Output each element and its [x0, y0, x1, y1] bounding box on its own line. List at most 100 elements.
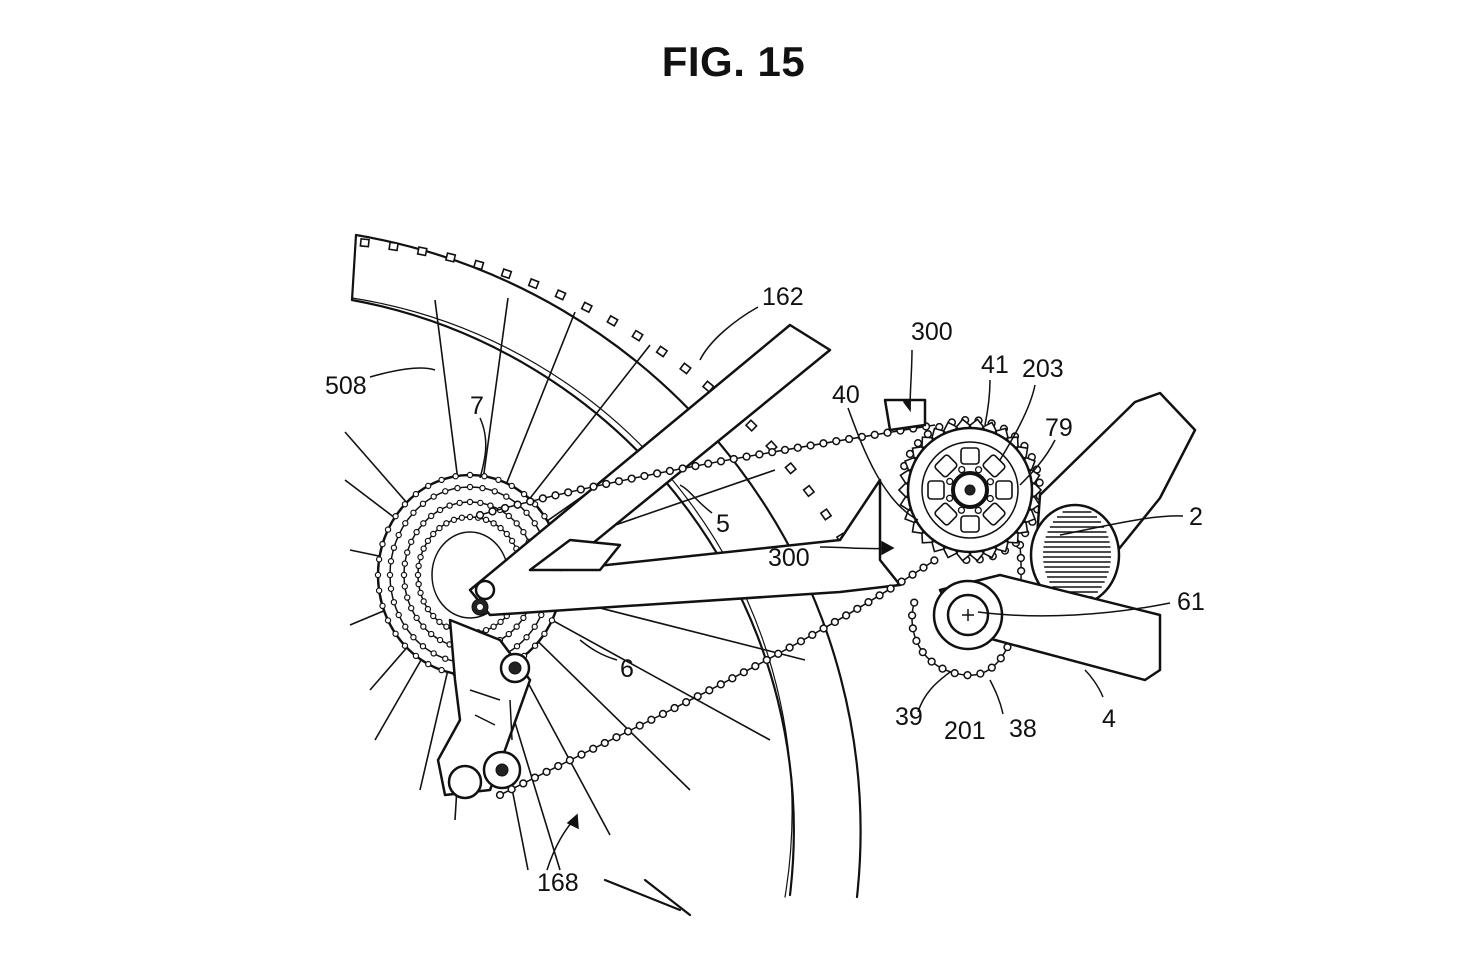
chainring-bolt	[987, 496, 993, 502]
cassette-tooth	[431, 651, 436, 656]
cassette-tooth	[478, 500, 483, 505]
cassette-tooth	[437, 619, 442, 624]
cassette-tooth	[418, 590, 423, 595]
chain-link	[692, 463, 699, 470]
chainring-bolt	[958, 507, 964, 513]
cassette-tooth	[431, 494, 436, 499]
tread-knob	[474, 260, 484, 269]
cassette-tooth	[380, 541, 385, 546]
chain-link	[489, 508, 496, 515]
chain-link	[683, 699, 690, 706]
label-5: 5	[716, 510, 730, 538]
label-61: 61	[1177, 588, 1205, 616]
chain-link	[616, 478, 623, 485]
chain-link	[763, 657, 770, 664]
chain-link	[909, 625, 916, 632]
cassette-tooth	[444, 521, 449, 526]
cassette-tooth	[426, 662, 431, 667]
chainring-bolt	[987, 479, 993, 485]
cassette-tooth	[532, 624, 537, 629]
chain-link	[798, 638, 805, 645]
cassette-tooth	[509, 538, 514, 543]
cassette-tooth	[429, 513, 434, 518]
cassette-tooth	[491, 624, 496, 629]
cassette-tooth	[414, 529, 419, 534]
tread-knob	[746, 420, 757, 431]
cassette-tooth	[542, 631, 547, 636]
chainring-bolt	[959, 467, 965, 473]
cassette-tooth	[377, 557, 382, 562]
tread-knob	[529, 279, 539, 288]
chain-link	[565, 489, 572, 496]
label-162: 162	[762, 283, 804, 311]
chain-link	[752, 663, 759, 670]
tread-knob	[632, 331, 642, 341]
cassette-tooth	[524, 635, 529, 640]
label-39: 39	[895, 703, 923, 731]
chain-link	[666, 468, 673, 475]
chain-link	[706, 687, 713, 694]
chainring-window	[961, 448, 979, 464]
cassette-tooth	[514, 521, 519, 526]
chain-link	[671, 705, 678, 712]
chainring-window	[928, 481, 944, 499]
cassette-tooth	[514, 644, 519, 649]
chain-link	[603, 481, 610, 488]
cassette-tooth	[405, 550, 410, 555]
chain-link	[915, 440, 922, 447]
tread-knob	[821, 509, 831, 520]
cassette-tooth	[402, 561, 407, 566]
cassette-tooth	[401, 572, 406, 577]
chain-link	[477, 512, 484, 519]
cassette-tooth	[480, 485, 485, 490]
chain-link	[555, 763, 562, 770]
chain-link	[831, 619, 838, 626]
cassette-tooth	[402, 502, 407, 507]
label-168: 168	[537, 869, 579, 897]
cassette-tooth	[402, 584, 407, 589]
cassette-tooth	[506, 513, 511, 518]
cassette-tooth	[393, 631, 398, 636]
cassette-tooth	[391, 545, 396, 550]
cassette-tooth	[437, 637, 442, 642]
cassette-tooth	[549, 618, 554, 623]
chain-link	[939, 665, 946, 672]
tread-knob	[657, 346, 668, 356]
cassette-tooth	[414, 615, 419, 620]
chain-link	[660, 711, 667, 718]
chain-link	[843, 612, 850, 619]
chain-link	[601, 740, 608, 747]
cassette-tooth	[506, 631, 511, 636]
cassette-tooth	[416, 581, 421, 586]
cassette-tooth	[385, 527, 390, 532]
chain-link	[514, 501, 521, 508]
cassette-tooth	[388, 586, 393, 591]
label-4: 4	[1102, 705, 1116, 733]
cassette-tooth	[532, 521, 537, 526]
cassette-tooth	[421, 546, 426, 551]
cassette-tooth	[504, 494, 509, 499]
cassette-tooth	[504, 531, 509, 536]
chain-link	[552, 492, 559, 499]
label-300-top: 300	[911, 318, 953, 346]
label-38: 38	[1009, 715, 1037, 743]
chain-link	[865, 599, 872, 606]
tread-knob	[804, 486, 814, 497]
chain-link	[820, 440, 827, 447]
label-6: 6	[620, 655, 634, 683]
cassette-tooth	[396, 532, 401, 537]
chain-link	[913, 637, 920, 644]
cassette-tooth	[425, 606, 430, 611]
cassette-tooth	[451, 517, 456, 522]
chain-link	[679, 465, 686, 472]
cassette-tooth	[443, 489, 448, 494]
chain-link	[931, 557, 938, 564]
cassette-tooth	[411, 510, 416, 515]
cassette-tooth	[405, 595, 410, 600]
label-201: 201	[944, 717, 986, 745]
chain-link	[730, 456, 737, 463]
tread-knob	[389, 242, 398, 250]
cassette-tooth	[439, 668, 444, 673]
chain-link	[911, 599, 918, 606]
